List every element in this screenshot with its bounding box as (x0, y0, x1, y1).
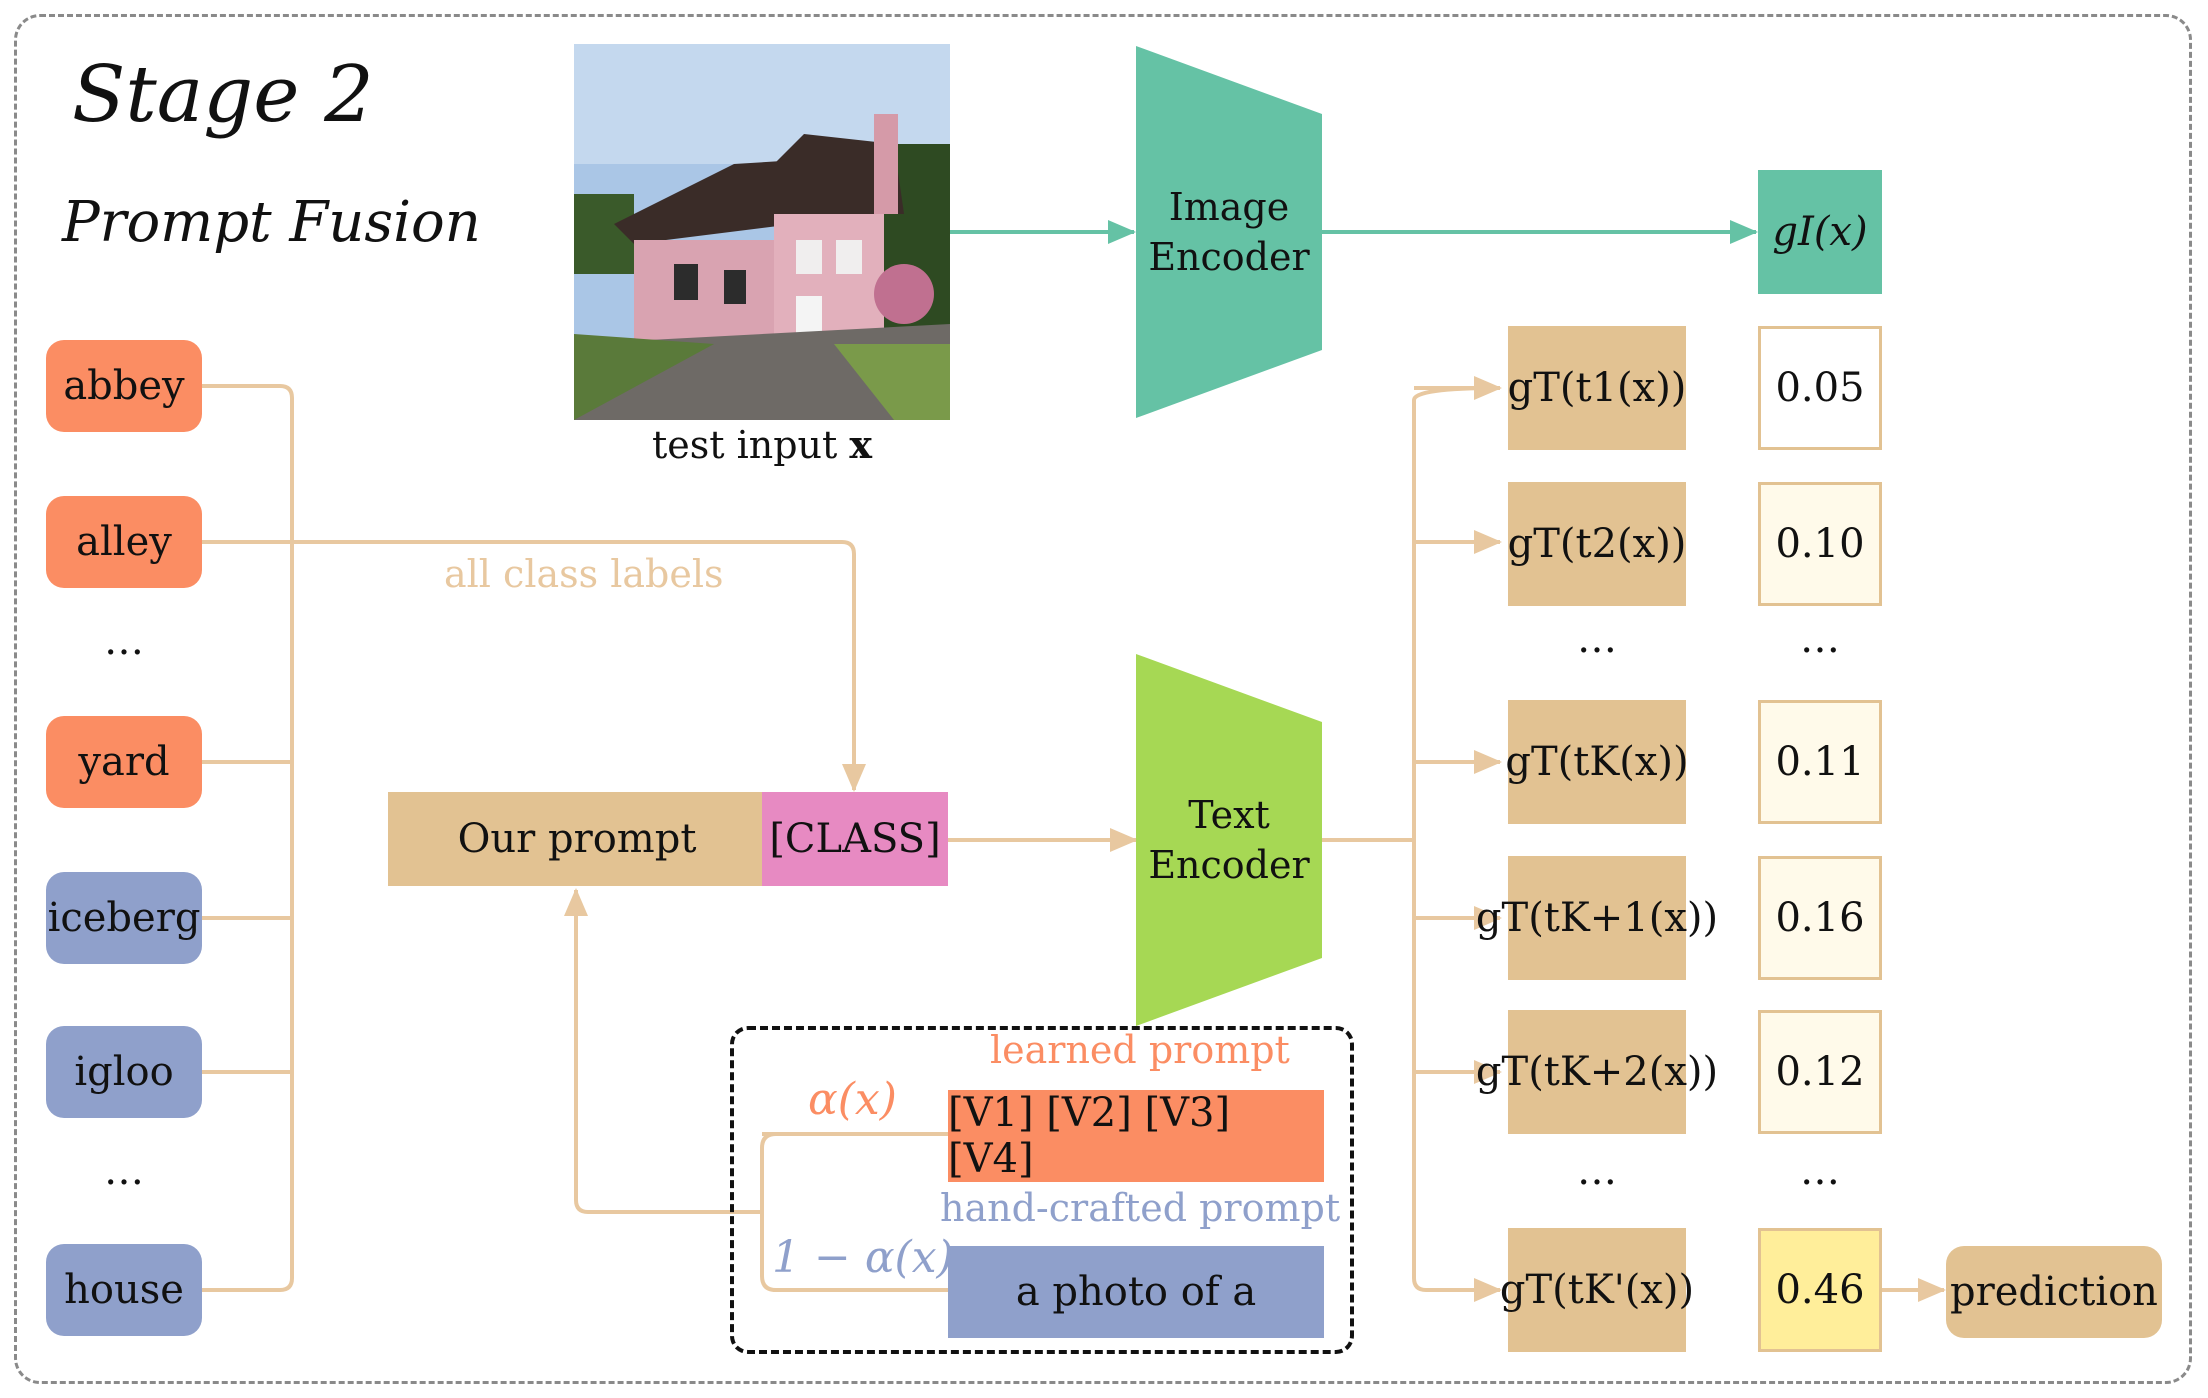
text-feature-box: gT(t2(x)) (1508, 482, 1686, 606)
class-label-iceberg: iceberg (46, 872, 202, 964)
class-token-box: [CLASS] (762, 792, 948, 886)
similarity-score: 0.11 (1758, 700, 1882, 824)
similarity-score: 0.10 (1758, 482, 1882, 606)
similarity-score: 0.16 (1758, 856, 1882, 980)
class-label-alley: alley (46, 496, 202, 588)
class-bracket (200, 384, 294, 1292)
class-label-ellipsis: … (104, 618, 144, 664)
text-feature-box: gT(tK+1(x)) (1476, 856, 1718, 980)
score-ellipsis: … (1800, 616, 1840, 662)
text-feature-box: gT(t1(x)) (1508, 326, 1686, 450)
text-encoder-shape (1136, 654, 1322, 1026)
our-prompt-box: Our prompt (388, 792, 766, 886)
hand-crafted-prompt-box: a photo of a (948, 1246, 1324, 1338)
stage-subtitle: Prompt Fusion (62, 190, 481, 255)
text-feature-box: gT(tK'(x)) (1500, 1228, 1694, 1352)
text-feature-ellipsis: … (1577, 1148, 1617, 1194)
text-encoder-line1: Text (1188, 793, 1270, 837)
test-input-caption: test input x (574, 422, 950, 467)
class-label-igloo: igloo (46, 1026, 202, 1118)
test-input-image (574, 44, 950, 420)
image-encoder-label: Image Encoder (1134, 182, 1324, 282)
image-encoder-line1: Image (1168, 185, 1290, 229)
similarity-score: 0.12 (1758, 1010, 1882, 1134)
image-encoder-shape (1136, 46, 1322, 418)
best-similarity-score: 0.46 (1758, 1228, 1882, 1352)
alpha-weight: α(x) (808, 1074, 897, 1125)
text-feature-box: gT(tK(x)) (1505, 700, 1689, 824)
test-input-caption-text: test input (651, 423, 838, 467)
hand-crafted-prompt-label: hand-crafted prompt (940, 1186, 1341, 1230)
text-feature-box: gT(tK+2(x)) (1476, 1010, 1718, 1134)
text-encoder-label: Text Encoder (1134, 790, 1324, 890)
image-feature-box: gI(x) (1758, 170, 1882, 294)
learned-prompt-box: [V1] [V2] [V3] [V4] (948, 1090, 1324, 1182)
class-label-abbey: abbey (46, 340, 202, 432)
learned-prompt-label: learned prompt (990, 1028, 1290, 1072)
similarity-score: 0.05 (1758, 326, 1882, 450)
image-encoder-line2: Encoder (1148, 235, 1310, 279)
test-input-symbol: x (849, 422, 873, 467)
one-minus-alpha-weight: 1 − α(x) (772, 1232, 954, 1283)
class-label-house: house (46, 1244, 202, 1336)
text-feature-ellipsis: … (1577, 616, 1617, 662)
prediction-box: prediction (1946, 1246, 2162, 1338)
all-class-labels-caption: all class labels (444, 552, 724, 596)
prompt-fusion-box (730, 1026, 1354, 1354)
fusion-arrow (564, 888, 762, 1214)
class-label-ellipsis: … (104, 1148, 144, 1194)
text-encoder-line2: Encoder (1148, 843, 1310, 887)
class-label-yard: yard (46, 716, 202, 808)
stage-frame (14, 14, 2192, 1384)
all-class-labels-arrow (200, 540, 866, 792)
score-ellipsis: … (1800, 1148, 1840, 1194)
stage-title: Stage 2 (72, 50, 374, 140)
